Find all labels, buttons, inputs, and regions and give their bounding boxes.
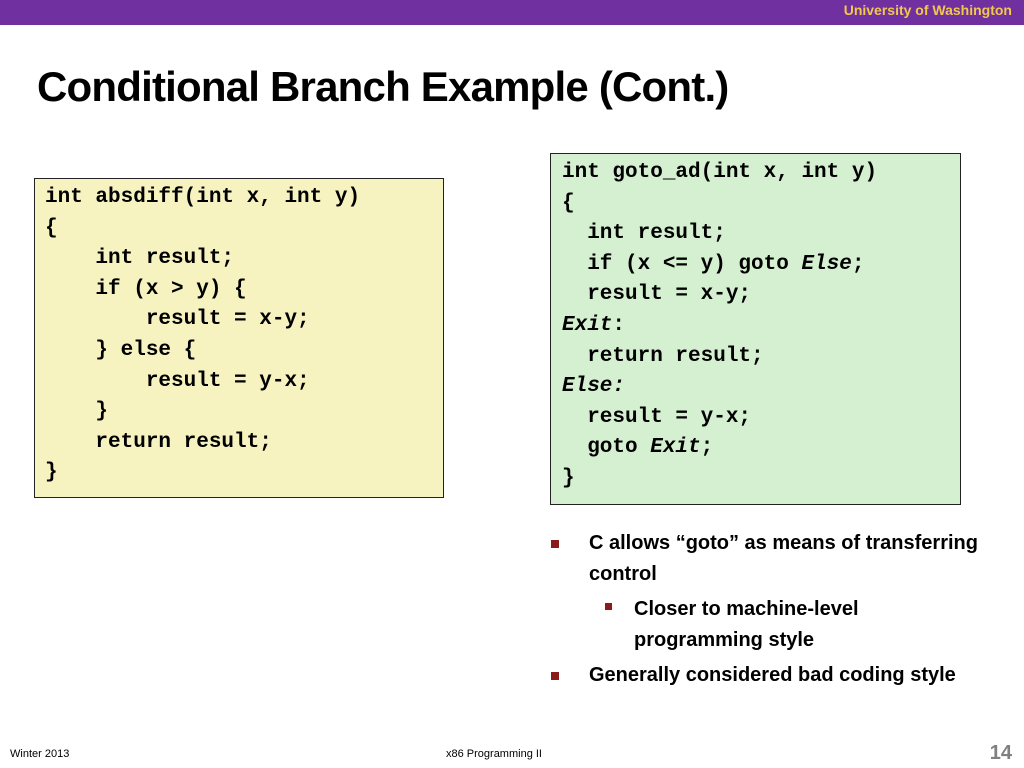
code-text: result = x-y; bbox=[45, 308, 310, 332]
code-line: result = x-y; bbox=[45, 305, 443, 336]
code-text: } else { bbox=[45, 338, 197, 362]
sub-bullet-text: Closer to machine-level programming styl… bbox=[634, 598, 859, 651]
code-text: int goto_ad(int x, int y) bbox=[562, 161, 878, 184]
code-line: return result; bbox=[45, 428, 443, 459]
bullet-item: C allows “goto” as means of transferring… bbox=[551, 528, 991, 590]
code-line: Exit: bbox=[562, 311, 960, 342]
slide-title: Conditional Branch Example (Cont.) bbox=[37, 63, 729, 110]
page-number: 14 bbox=[989, 742, 1012, 764]
code-text: goto bbox=[562, 436, 651, 460]
code-label: Exit bbox=[650, 436, 701, 460]
bullet-text: Generally considered bad coding style bbox=[589, 664, 956, 686]
bullet-item: Generally considered bad coding style bbox=[551, 660, 991, 691]
goto-ad-code-block: int goto_ad(int x, int y) { int result; i… bbox=[550, 153, 961, 505]
code-line: } else { bbox=[45, 336, 443, 367]
code-text: { bbox=[45, 216, 58, 240]
code-text: ; bbox=[851, 252, 865, 276]
code-line: result = y-x; bbox=[562, 403, 960, 434]
code-line: int result; bbox=[45, 244, 443, 275]
square-bullet-icon bbox=[551, 672, 559, 680]
code-line: return result; bbox=[562, 342, 960, 373]
footer-term: Winter 2013 bbox=[10, 748, 70, 760]
code-text: int result; bbox=[562, 222, 726, 246]
footer-course: x86 Programming II bbox=[446, 748, 542, 760]
code-line: } bbox=[45, 397, 443, 428]
code-text: result = x-y; bbox=[562, 283, 752, 307]
code-text: if (x <= y) goto bbox=[562, 252, 802, 276]
header-bar: University of Washington bbox=[0, 0, 1024, 25]
code-text: if (x > y) { bbox=[45, 277, 247, 301]
bullet-list: C allows “goto” as means of transferring… bbox=[551, 528, 991, 691]
code-line: int result; bbox=[562, 219, 960, 250]
code-text: : bbox=[612, 313, 626, 337]
code-line: { bbox=[45, 214, 443, 245]
code-text: int absdiff(int x, int y) bbox=[45, 186, 361, 209]
absdiff-code-block: int absdiff(int x, int y) { int result; i… bbox=[34, 178, 444, 498]
code-line: } bbox=[562, 464, 960, 495]
code-text: return result; bbox=[562, 344, 764, 368]
code-text: int result; bbox=[45, 247, 235, 271]
code-line: result = x-y; bbox=[562, 280, 960, 311]
code-line: } bbox=[45, 458, 443, 489]
code-line: Else: bbox=[562, 372, 960, 403]
square-bullet-icon bbox=[551, 540, 559, 548]
code-line: int absdiff(int x, int y) bbox=[45, 183, 443, 214]
square-sub-bullet-icon bbox=[605, 603, 612, 610]
code-line: { bbox=[562, 189, 960, 220]
code-line: if (x <= y) goto Else; bbox=[562, 250, 960, 281]
code-line: result = y-x; bbox=[45, 367, 443, 398]
code-text: } bbox=[562, 466, 575, 490]
university-name: University of Washington bbox=[843, 2, 1012, 18]
code-text: } bbox=[45, 400, 109, 424]
code-text: } bbox=[45, 461, 58, 485]
code-label: Exit bbox=[562, 313, 613, 337]
code-line: int goto_ad(int x, int y) bbox=[562, 158, 960, 189]
code-text: result = y-x; bbox=[562, 405, 752, 429]
code-line: goto Exit; bbox=[562, 433, 960, 464]
code-label: Else bbox=[801, 252, 852, 276]
code-text: ; bbox=[700, 436, 714, 460]
code-text: result = y-x; bbox=[45, 369, 310, 393]
code-line: if (x > y) { bbox=[45, 275, 443, 306]
sub-bullet-item: Closer to machine-level programming styl… bbox=[551, 594, 991, 656]
code-label: Else: bbox=[562, 375, 626, 399]
bullet-text: C allows “goto” as means of transferring… bbox=[589, 532, 978, 585]
code-text: return result; bbox=[45, 430, 272, 454]
code-text: { bbox=[562, 191, 575, 215]
